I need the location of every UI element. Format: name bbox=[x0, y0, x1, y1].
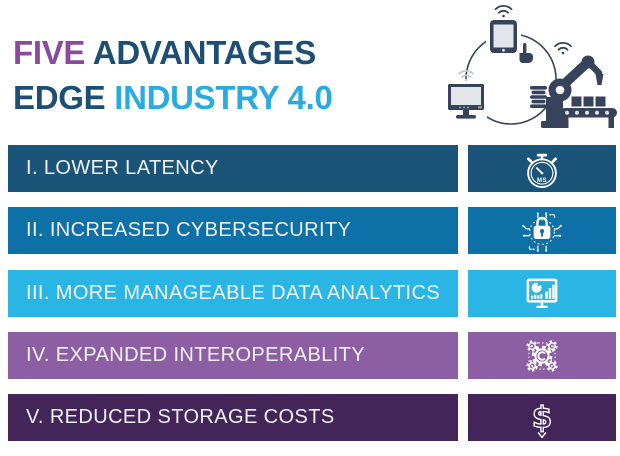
icon-box-storage-costs: $ bbox=[468, 394, 616, 441]
iot-illustration bbox=[440, 0, 620, 145]
lock-circuit-icon bbox=[522, 211, 562, 252]
robot-arm-icon bbox=[530, 42, 604, 128]
hand-cursor-icon bbox=[519, 43, 533, 63]
row-label: II. INCREASED CYBERSECURITY bbox=[26, 219, 352, 241]
tablet-wifi-icon bbox=[494, 5, 513, 18]
icon-box-data-analytics bbox=[468, 270, 616, 317]
stopwatch-ms-label: MS bbox=[537, 178, 547, 184]
title-line-1: FIVE ADVANTAGES bbox=[13, 30, 333, 75]
title-word-industry40: INDUSTRY 4.0 bbox=[105, 79, 333, 116]
advantage-row-cybersecurity: II. INCREASED CYBERSECURITY bbox=[8, 207, 458, 254]
icon-box-lower-latency: MS bbox=[468, 145, 616, 192]
row-label: IV. EXPANDED INTEROPERABLITY bbox=[26, 344, 366, 366]
page-title: FIVE ADVANTAGES EDGE INDUSTRY 4.0 bbox=[13, 30, 333, 120]
monitor-icon bbox=[445, 70, 487, 121]
row-label: III. MORE MANAGEABLE DATA ANALYTICS bbox=[26, 282, 441, 304]
stopwatch-ms-icon: MS bbox=[526, 153, 558, 188]
title-word-five: FIVE bbox=[13, 34, 86, 71]
advantage-row-interoperability: IV. EXPANDED INTEROPERABLITY bbox=[8, 332, 458, 379]
title-word-advantages: ADVANTAGES bbox=[85, 34, 316, 71]
dollar-glyph: $ bbox=[532, 400, 552, 434]
row-label: V. REDUCED STORAGE COSTS bbox=[26, 406, 335, 428]
iot-illustration-svg bbox=[445, 5, 617, 128]
robot-ribbed-base bbox=[530, 86, 547, 108]
advantage-row-data-analytics: III. MORE MANAGEABLE DATA ANALYTICS bbox=[8, 270, 458, 317]
connected-gears-icon bbox=[526, 339, 558, 372]
advantage-row-lower-latency: I. LOWER LATENCY bbox=[8, 145, 458, 192]
title-line-2: EDGE INDUSTRY 4.0 bbox=[13, 75, 333, 120]
row-label: I. LOWER LATENCY bbox=[26, 157, 219, 179]
robot-wifi-icon bbox=[554, 42, 572, 55]
advantage-row-storage-costs: V. REDUCED STORAGE COSTS bbox=[8, 394, 458, 441]
monitor-wifi-icon bbox=[458, 70, 474, 82]
tablet-icon bbox=[486, 5, 521, 57]
dollar-decrease-icon: $ bbox=[531, 399, 553, 438]
title-word-edge: EDGE bbox=[13, 79, 106, 116]
icon-box-cybersecurity bbox=[468, 207, 616, 254]
conveyor-icon bbox=[560, 95, 617, 128]
icon-box-interoperability bbox=[468, 332, 616, 379]
monitor-analytics-icon bbox=[526, 278, 558, 308]
